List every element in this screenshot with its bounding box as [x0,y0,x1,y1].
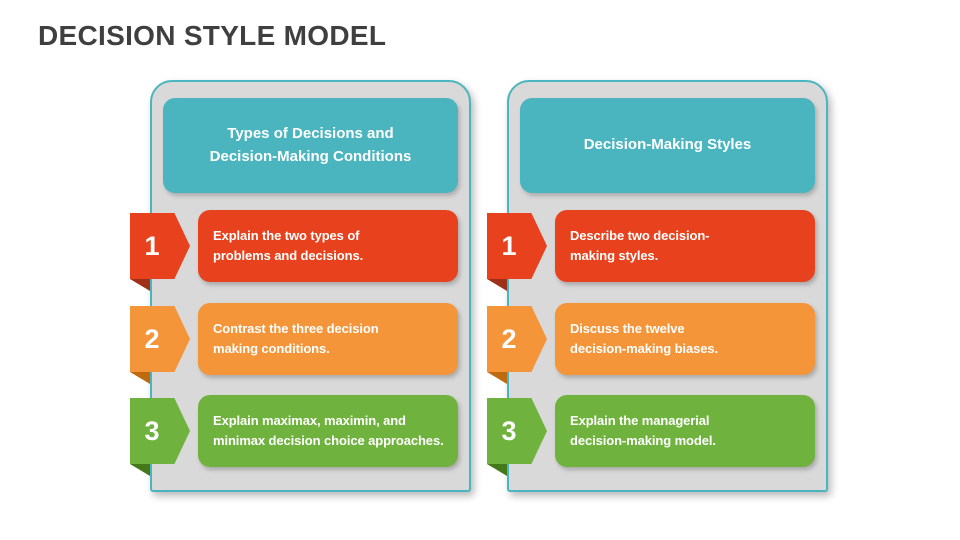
panel-types-of-decisions: Types of Decisions and Decision-Making C… [130,80,471,492]
item-text: Explain maximax, maximin, and minimax de… [213,412,444,448]
ribbon-fold [487,279,507,291]
item-number: 2 [144,323,160,354]
number-tag: 1 [130,213,190,279]
item-text: Contrast the three decision making condi… [213,320,379,356]
item-text-box: Discuss the twelve decision-making biase… [555,303,815,375]
objective-item: 2 Discuss the twelve decision-making bia… [487,303,827,384]
objective-item: 1 Explain the two types of problems and … [130,210,470,291]
number-tag: 3 [130,398,190,464]
item-text-box: Explain the two types of problems and de… [198,210,458,282]
objective-item: 3 Explain the managerial decision-making… [487,395,827,476]
item-number: 1 [144,230,160,261]
item-number: 3 [144,415,160,446]
slide-title: DECISION STYLE MODEL [38,20,387,51]
objective-item: 2 Contrast the three decision making con… [130,303,470,384]
item-text-box: Explain maximax, maximin, and minimax de… [198,395,458,467]
item-text: Discuss the twelve decision-making biase… [570,320,718,356]
item-text: Explain the managerial decision-making m… [570,412,716,448]
ribbon-fold [130,279,150,291]
item-text: Describe two decision- making styles. [570,227,710,263]
ribbon-fold [487,372,507,384]
objective-item: 1 Describe two decision- making styles. [487,210,827,291]
number-tag: 1 [487,213,547,279]
panel-header: Types of Decisions and Decision-Making C… [163,98,458,193]
item-text-box: Contrast the three decision making condi… [198,303,458,375]
ribbon-fold [487,464,507,476]
panel-decision-making-styles: Decision-Making Styles 1 Describe two de… [487,80,828,492]
item-number: 1 [501,230,517,261]
item-number: 3 [501,415,517,446]
number-tag: 2 [487,306,547,372]
number-tag: 2 [130,306,190,372]
number-tag: 3 [487,398,547,464]
panel-header-text: Types of Decisions and Decision-Making C… [209,125,412,165]
ribbon-fold [130,372,150,384]
item-number: 2 [501,323,517,354]
panel-header: Decision-Making Styles [520,98,815,193]
panel-header-text: Decision-Making Styles [583,136,752,154]
item-text-box: Explain the managerial decision-making m… [555,395,815,467]
item-text: Explain the two types of problems and de… [213,227,364,263]
objective-item: 3 Explain maximax, maximin, and minimax … [130,395,470,476]
ribbon-fold [130,464,150,476]
item-text-box: Describe two decision- making styles. [555,210,815,282]
